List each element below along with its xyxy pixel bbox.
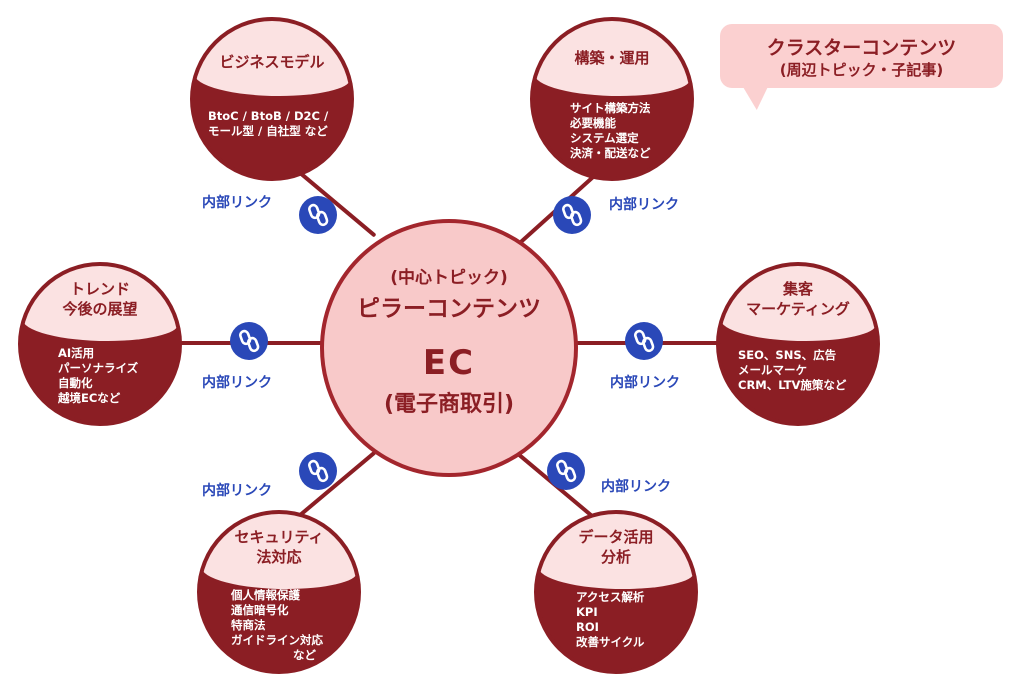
callout-tail: [741, 84, 775, 110]
chain-link-icon: [625, 322, 663, 360]
chain-link-icon: [230, 322, 268, 360]
cluster-item: 改善サイクル: [576, 635, 645, 649]
cluster-item: パーソナライズ: [58, 361, 139, 375]
cluster-title-line2: 法対応: [256, 548, 302, 566]
cluster-cap: [194, 21, 350, 96]
cluster-item: 自動化: [58, 376, 93, 390]
cluster-security: セキュリティ 法対応 個人情報保護 通信暗号化 特商法 ガイドライン対応 など: [197, 510, 361, 674]
cluster-item: 通信暗号化: [231, 603, 289, 617]
cluster-items: 個人情報保護 通信暗号化 特商法 ガイドライン対応 など: [231, 588, 323, 663]
cluster-item: メールマーケ: [738, 363, 807, 377]
cluster-item: KPI: [576, 605, 598, 619]
cluster-title-line1: セキュリティ: [234, 528, 324, 546]
cluster-cap: [201, 514, 357, 589]
cluster-items: サイト構築方法 必要機能 システム選定 決済・配送など: [570, 101, 651, 161]
internal-link-label: 内部リンク: [202, 195, 272, 211]
cluster-cap: [534, 21, 690, 96]
cluster-item: CRM、LTV施策など: [738, 378, 847, 392]
pillar-title: ピラーコンテンツ: [357, 296, 541, 322]
cluster-business-model: ビジネスモデル BtoC / BtoB / D2C / モール型 / 自社型 な…: [190, 17, 354, 181]
cluster-title: ビジネスモデル: [219, 53, 325, 71]
cluster-title-line1: 集客: [782, 280, 813, 298]
internal-link-label: 内部リンク: [202, 483, 272, 499]
pillar-topic-ec: EC: [422, 343, 476, 383]
cluster-cap: [538, 514, 694, 589]
cluster-item: 決済・配送など: [570, 146, 651, 160]
pillar-content-circle: (中心トピック) ピラーコンテンツ EC (電子商取引): [320, 219, 578, 477]
cluster-item: アクセス解析: [576, 590, 645, 604]
cluster-trend: トレンド 今後の展望 AI活用 パーソナライズ 自動化 越境ECなど: [18, 262, 182, 426]
cluster-title-line2: マーケティング: [746, 300, 850, 318]
cluster-marketing: 集客 マーケティング SEO、SNS、広告 メールマーケ CRM、LTV施策など: [716, 262, 880, 426]
cluster-item: 越境ECなど: [58, 391, 121, 405]
internal-link-label: 内部リンク: [202, 375, 272, 391]
internal-link-label: 内部リンク: [610, 375, 680, 391]
callout-subtitle: (周辺トピック・子記事): [779, 61, 944, 79]
cluster-item: サイト構築方法: [570, 101, 651, 115]
cluster-item: ガイドライン対応: [231, 633, 323, 647]
cluster-item: システム選定: [570, 131, 639, 145]
cluster-item: モール型 / 自社型 など: [208, 124, 328, 138]
cluster-item: AI活用: [58, 346, 95, 360]
callout-title: クラスターコンテンツ: [766, 37, 957, 59]
cluster-item: 特商法: [231, 618, 266, 632]
cluster-construction: 構築・運用 サイト構築方法 必要機能 システム選定 決済・配送など: [530, 17, 694, 181]
cluster-title-line2: 今後の展望: [62, 300, 138, 318]
cluster-item: 個人情報保護: [231, 588, 300, 602]
cluster-title: 構築・運用: [574, 49, 650, 67]
cluster-items: アクセス解析 KPI ROI 改善サイクル: [576, 590, 644, 650]
chain-link-icon: [553, 196, 591, 234]
cluster-content-callout: クラスターコンテンツ (周辺トピック・子記事): [720, 24, 1003, 110]
chain-link-icon: [299, 196, 337, 234]
cluster-items: SEO、SNS、広告 メールマーケ CRM、LTV施策など: [738, 348, 846, 393]
chain-link-icon: [299, 452, 337, 490]
internal-link-label: 内部リンク: [601, 479, 671, 495]
cluster-item: ROI: [576, 620, 599, 634]
cluster-items: AI活用 パーソナライズ 自動化 越境ECなど: [58, 346, 138, 406]
cluster-title-line2: 分析: [600, 548, 631, 566]
cluster-cap: [22, 266, 178, 341]
cluster-item: BtoC / BtoB / D2C /: [208, 109, 329, 123]
cluster-item: 必要機能: [570, 116, 616, 130]
cluster-cap: [720, 266, 876, 341]
internal-link-label: 内部リンク: [609, 197, 679, 213]
cluster-item: など: [293, 648, 316, 662]
cluster-data-analytics: データ活用 分析 アクセス解析 KPI ROI 改善サイクル: [534, 510, 698, 674]
cluster-items: BtoC / BtoB / D2C / モール型 / 自社型 など: [208, 109, 328, 139]
cluster-title-line1: トレンド: [69, 280, 130, 298]
chain-link-icon: [547, 452, 585, 490]
pillar-subtitle: (中心トピック): [390, 268, 508, 288]
cluster-title-line1: データ活用: [578, 528, 654, 546]
cluster-item: SEO、SNS、広告: [738, 348, 837, 362]
pillar-topic-ec-sub: (電子商取引): [383, 392, 515, 417]
